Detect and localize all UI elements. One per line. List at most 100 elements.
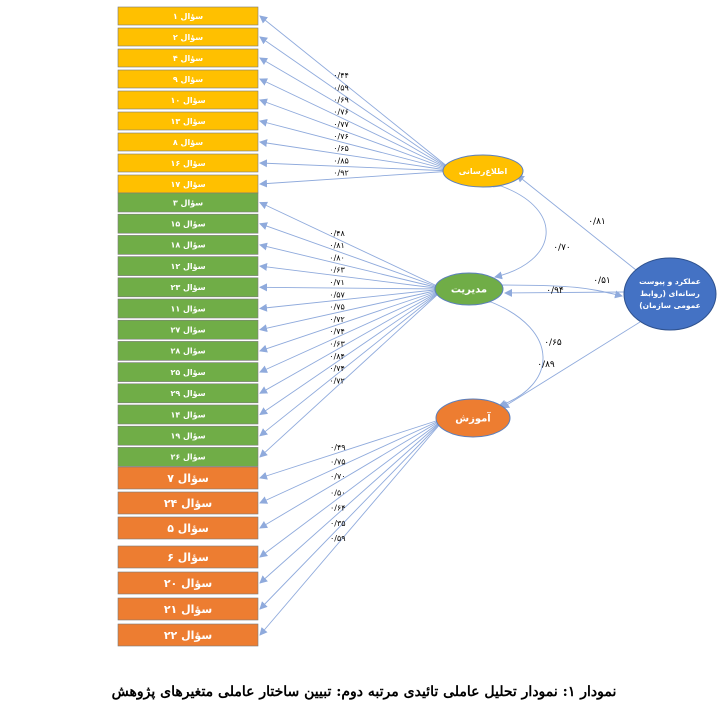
indicator-label-26: سؤال ۶ [167,551,209,564]
loading-arrow-23 [259,417,446,480]
indicator-box-17 [117,341,259,361]
loading-label-22: ۰/۷۲ [329,376,345,385]
covariance-curve-2 [489,280,623,299]
loading-arrow-20 [259,288,444,416]
factor-node-1 [442,154,524,188]
indicator-box-14 [117,277,259,298]
figure-caption: نمودار ۱: نمودار تحلیل عاملی تائیدی مرتب… [111,684,617,700]
indicator-label-29: سؤال ۲۲ [164,629,212,642]
loading-arrow-14 [259,283,444,292]
indicator-box-20 [117,404,259,425]
indicator-label-19: سؤال ۲۹ [170,389,205,398]
indicator-box-11 [117,213,259,234]
loading-label-4: ۰/۷۶ [333,108,349,117]
indicator-box-25 [117,516,259,540]
loading-arrow-6 [259,118,454,172]
indicator-label-25: سؤال ۵ [167,522,209,535]
loading-arrow-17 [259,288,444,353]
indicator-box-16 [117,319,259,340]
indicator-label-23: سؤال ۷ [167,472,209,485]
indicator-label-22: سؤال ۲۶ [170,453,205,462]
indicator-box-12 [117,235,259,255]
loading-arrow-9 [259,170,454,188]
indicator-label-28: سؤال ۲۱ [164,603,212,616]
indicator-box-3 [117,48,259,68]
loading-arrow-18 [259,288,444,373]
indicator-box-26 [117,545,259,569]
loading-label-16: ۰/۷۵ [329,303,345,312]
loading-arrow-26 [259,417,446,558]
loading-label-25: ۰/۷۰ [330,472,346,481]
loading-label-19: ۰/۶۳ [329,339,345,348]
loading-label-27: ۰/۶۴ [330,504,346,513]
indicator-label-11: سؤال ۱۵ [170,220,205,229]
indicator-label-4: سؤال ۹ [173,75,203,84]
indicator-label-17: سؤال ۲۸ [170,347,205,356]
loading-label-15: ۰/۵۷ [329,290,345,299]
second-order-label-3: ۰/۸۹ [537,360,555,370]
loading-label-20: ۰/۸۴ [329,352,345,361]
loading-arrow-5 [259,98,454,172]
indicator-box-18 [117,362,259,382]
indicator-label-13: سؤال ۱۲ [170,262,205,271]
loading-arrow-11 [259,222,444,290]
loading-label-7: ۰/۶۵ [333,144,349,153]
loading-arrow-27 [259,417,446,584]
factor-node-3 [435,398,511,438]
loading-label-9: ۰/۹۲ [333,169,349,178]
indicator-box-23 [117,466,259,490]
indicator-label-16: سؤال ۲۷ [170,326,205,335]
loading-label-10: ۰/۴۸ [329,229,345,238]
loading-arrow-29 [259,417,446,636]
loading-arrow-22 [259,288,444,458]
indicator-box-29 [117,623,259,647]
indicator-box-22 [117,447,259,467]
loading-label-26: ۰/۵۰ [330,489,346,498]
loading-label-1: ۰/۴۴ [333,71,349,80]
loading-arrow-24 [259,417,446,504]
loading-arrow-16 [259,288,444,333]
loading-label-3: ۰/۶۹ [333,95,349,104]
indicator-box-15 [117,298,259,319]
indicator-box-5 [117,90,259,110]
covariance-curve-1 [493,179,547,280]
loading-label-29: ۰/۵۹ [330,534,346,543]
second-order-arrow-3 [501,321,641,409]
indicator-label-24: سؤال ۲۴ [164,497,212,510]
loading-arrow-28 [259,417,446,610]
loading-label-13: ۰/۶۳ [329,266,345,275]
covariance-label-2: ۰/۹۴ [546,286,564,296]
indicator-label-1: سؤال ۱ [173,12,203,21]
loading-label-23: ۰/۴۹ [330,443,346,452]
loading-label-14: ۰/۷۱ [329,278,345,287]
indicator-label-9: سؤال ۱۷ [170,180,205,189]
loading-arrow-1 [259,15,454,172]
loading-label-24: ۰/۷۵ [330,457,346,466]
factor-node-2 [434,272,504,306]
factor-label-1: اطلاع‌رسانی [459,167,508,176]
loading-label-17: ۰/۷۲ [329,315,345,324]
loading-label-8: ۰/۸۵ [333,156,349,165]
indicator-label-7: سؤال ۸ [173,138,203,147]
indicator-label-10: سؤال ۳ [173,198,203,207]
indicator-label-5: سؤال ۱۰ [170,96,205,105]
second-order-node [623,257,717,331]
second-order-label-2: ۰/۵۱ [593,276,611,286]
indicator-box-24 [117,491,259,515]
loading-arrow-2 [259,36,454,172]
indicator-label-15: سؤال ۱۱ [170,304,205,313]
loading-label-6: ۰/۷۶ [333,132,349,141]
loading-arrow-3 [259,57,454,172]
indicator-label-8: سؤال ۱۶ [170,159,205,168]
loading-arrow-4 [259,78,454,172]
covariance-curve-3 [483,295,544,408]
loading-arrow-8 [259,159,454,172]
loading-arrow-13 [259,262,444,290]
indicator-box-27 [117,571,259,595]
indicator-label-14: سؤال ۲۳ [170,283,205,292]
loading-arrow-15 [259,288,444,312]
indicator-box-1 [117,6,259,26]
indicator-box-8 [117,153,259,173]
indicator-label-6: سؤال ۱۳ [170,117,205,126]
